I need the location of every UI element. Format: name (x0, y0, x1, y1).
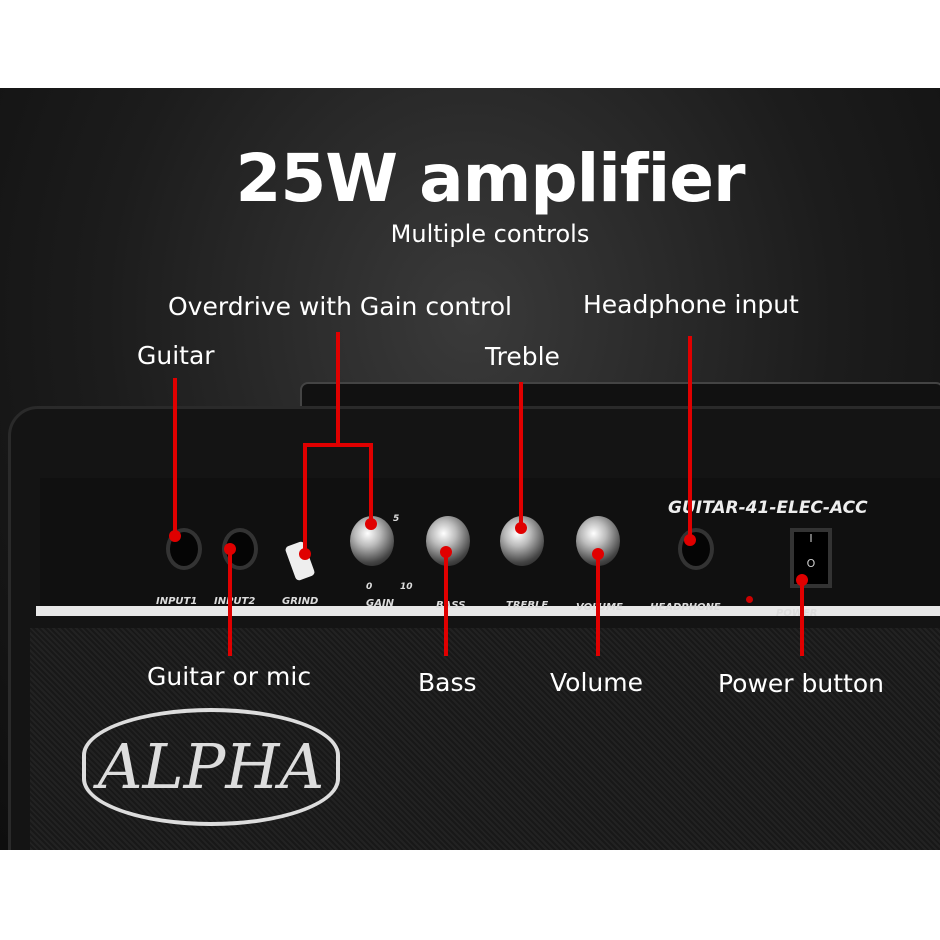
power-line (800, 580, 804, 656)
bass-line (444, 552, 448, 656)
product-photo: 25W amplifier Multiple controls ALPHA GU… (0, 88, 940, 850)
label-input2: INPUT2 (214, 596, 256, 607)
gain-scale-mid: 5 (393, 514, 400, 524)
treble-dot (515, 522, 527, 534)
callout-volume: Volume (550, 668, 643, 697)
input1-jack[interactable] (166, 528, 202, 570)
label-grind: GRIND (282, 596, 319, 607)
grind-dot (299, 548, 311, 560)
headphone-dot (684, 534, 696, 546)
overdrive-bracket (303, 443, 373, 447)
label-bass: BASS (436, 600, 466, 611)
guitar-dot (169, 530, 181, 542)
switch-on-mark: I (809, 532, 813, 545)
callout-headphone: Headphone input (583, 290, 799, 319)
callout-guitar-mic: Guitar or mic (147, 662, 312, 691)
callout-treble: Treble (485, 342, 560, 371)
power-dot (796, 574, 808, 586)
label-headphone: HEADPHONE (650, 602, 721, 613)
power-led (746, 596, 753, 603)
headphone-line (688, 336, 692, 540)
headphone-jack[interactable] (678, 528, 714, 570)
overdrive-line (336, 332, 340, 445)
guitar-line (173, 378, 177, 536)
label-treble: TREBLE (506, 600, 549, 611)
volume-line (596, 554, 600, 656)
guitar-mic-dot (224, 543, 236, 555)
switch-off-mark: O (806, 557, 816, 570)
overdrive-gain-line (369, 443, 373, 523)
gain-scale-min: 0 (366, 582, 373, 592)
treble-line (519, 382, 523, 528)
gain-scale-max: 10 (400, 582, 413, 592)
callout-bass: Bass (418, 668, 477, 697)
callout-power: Power button (718, 669, 884, 698)
guitar-mic-line (228, 548, 232, 656)
callout-overdrive: Overdrive with Gain control (168, 292, 512, 321)
subtitle: Multiple controls (390, 220, 590, 248)
gain-dot (365, 518, 377, 530)
brand-logo: ALPHA (82, 708, 340, 826)
callout-guitar: Guitar (137, 341, 215, 370)
bass-knob[interactable] (426, 516, 470, 566)
title: 25W amplifier (235, 140, 745, 217)
volume-dot (592, 548, 604, 560)
overdrive-grind-line (303, 443, 307, 553)
label-gain: GAIN (366, 598, 395, 609)
bass-dot (440, 546, 452, 558)
panel-strip (36, 606, 940, 616)
label-input1: INPUT1 (156, 596, 198, 607)
model-number: GUITAR-41-ELEC-ACC (668, 498, 868, 518)
label-power: POWER (776, 608, 818, 619)
